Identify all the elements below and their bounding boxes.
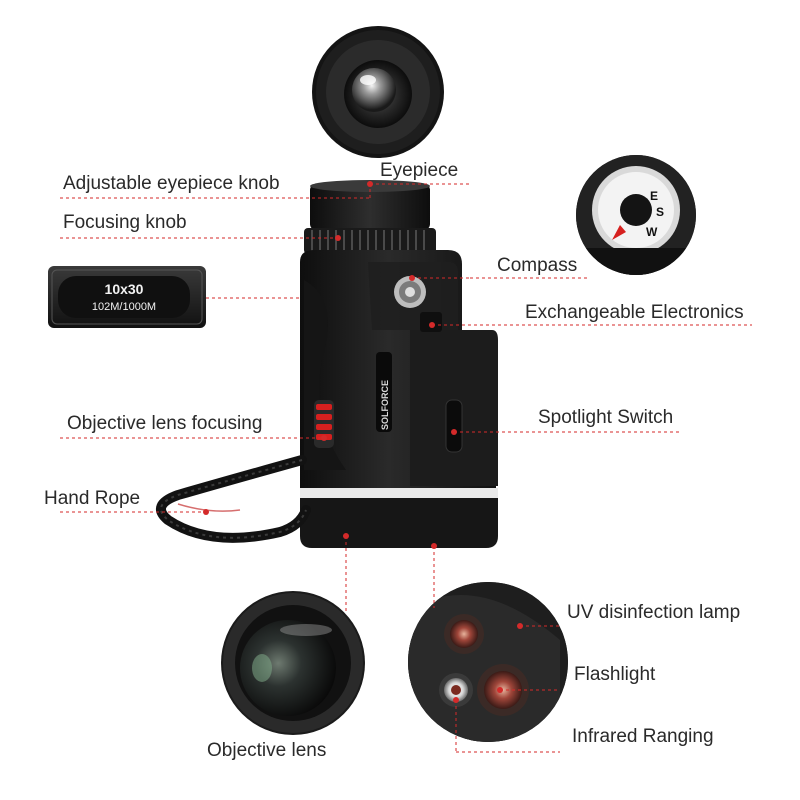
label-objective-lens-focusing: Objective lens focusing bbox=[67, 413, 263, 434]
led-cluster-inset-photo bbox=[408, 582, 568, 742]
leader-lines bbox=[60, 183, 752, 753]
leader-dots bbox=[203, 181, 523, 703]
label-adjustable-eyepiece-knob: Adjustable eyepiece knob bbox=[63, 173, 280, 194]
label-hand-rope: Hand Rope bbox=[44, 488, 141, 509]
label-spotlight-switch: Spotlight Switch bbox=[538, 407, 674, 428]
compass-inset-photo: E S W bbox=[576, 155, 696, 275]
label-compass: Compass bbox=[497, 255, 578, 276]
spec-field-of-view: 102M/1000M bbox=[92, 301, 156, 313]
compass-letter-w: W bbox=[646, 225, 658, 239]
label-uv-disinfection-lamp: UV disinfection lamp bbox=[567, 602, 741, 623]
compass-letter-e: E bbox=[650, 189, 658, 203]
spec-magnification: 10x30 bbox=[105, 281, 144, 297]
label-exchangeable-electronics: Exchangeable Electronics bbox=[525, 302, 744, 323]
label-flashlight: Flashlight bbox=[574, 664, 656, 685]
brand-logo: SOLFORCE bbox=[380, 380, 390, 430]
label-focusing-knob: Focusing knob bbox=[63, 212, 187, 233]
spec-badge: 10x30 102M/1000M bbox=[48, 266, 206, 328]
monocular-body: SOLFORCE bbox=[156, 180, 498, 548]
objective-lens-inset-photo bbox=[221, 591, 365, 735]
compass-letter-s: S bbox=[656, 205, 664, 219]
label-objective-lens: Objective lens bbox=[207, 740, 327, 761]
label-eyepiece: Eyepiece bbox=[380, 160, 459, 181]
label-infrared-ranging: Infrared Ranging bbox=[572, 726, 714, 747]
eyepiece-inset-photo bbox=[312, 26, 444, 158]
